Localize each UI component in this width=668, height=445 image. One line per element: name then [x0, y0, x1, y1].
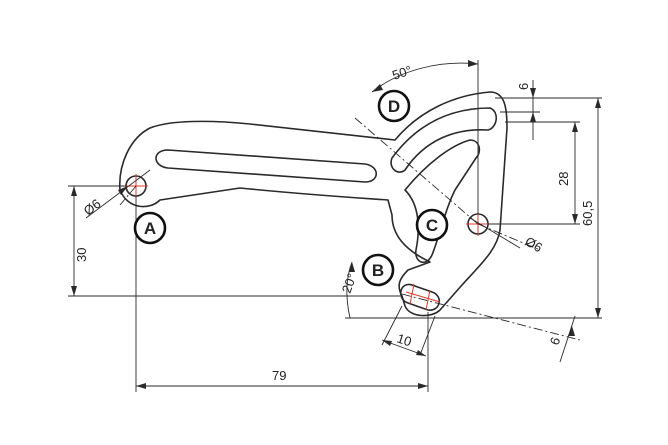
dimension-top-6-text: 6 — [516, 83, 531, 90]
dimension-arc-50 — [371, 60, 479, 93]
dimension-79-text: 79 — [272, 368, 286, 383]
label-c: C — [415, 208, 449, 242]
svg-text:A: A — [144, 219, 156, 238]
outer-contour — [119, 91, 508, 317]
dimension-dia-a-text: Ø6 — [81, 196, 104, 218]
dimension-28 — [572, 122, 578, 224]
dimension-bottom-6-text: 6 — [547, 335, 564, 347]
leader-dia-c — [469, 217, 521, 249]
arc-slot-inner — [404, 139, 481, 264]
dimension-angle-20 — [346, 261, 355, 319]
dimension-dia-c-text: Ø6 — [523, 234, 546, 256]
dimension-50-text: 50° — [390, 63, 413, 83]
dimension-30-text: 30 — [74, 248, 89, 262]
dimension-60-5-text: 60,5 — [580, 201, 595, 226]
dimension-top-6 — [530, 80, 536, 140]
dimension-20-text: 20° — [339, 271, 360, 295]
leader-dia-a — [85, 169, 151, 219]
dimension-60-5 — [595, 98, 601, 318]
arm-slot — [155, 149, 378, 183]
dimension-10-text: 10 — [395, 331, 413, 350]
dimension-28-text: 28 — [556, 172, 571, 186]
dimension-10 — [381, 339, 427, 357]
label-a: A — [133, 211, 167, 245]
dimension-bottom-6 — [559, 315, 576, 363]
svg-text:C: C — [426, 216, 438, 235]
dimension-30 — [71, 186, 77, 296]
label-b: B — [361, 253, 395, 287]
center-lines — [119, 117, 581, 341]
dimension-79 — [136, 383, 428, 389]
svg-text:B: B — [372, 261, 384, 280]
slot-b — [400, 283, 441, 311]
bracket-outline — [119, 91, 508, 317]
label-d: D — [377, 89, 411, 123]
arc-slot-outer — [390, 107, 497, 173]
svg-text:D: D — [388, 97, 400, 116]
